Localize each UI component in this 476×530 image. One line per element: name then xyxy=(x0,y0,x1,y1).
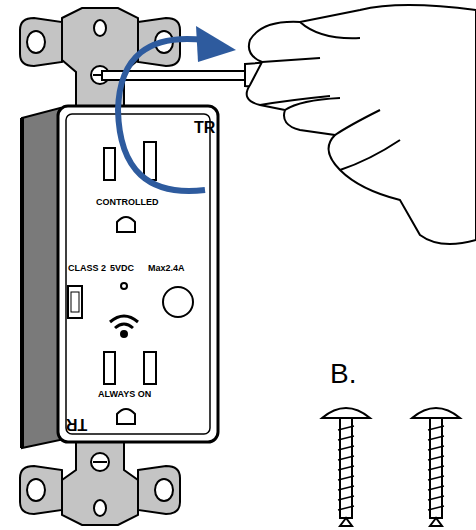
outlet-side xyxy=(22,108,60,448)
outlet-face xyxy=(58,106,218,442)
screw-threads xyxy=(338,426,444,510)
outlet-marking: 5VDC xyxy=(110,264,134,273)
mounting-screws xyxy=(322,408,460,526)
outlet-marking: TR xyxy=(194,120,215,136)
outlet-marking: CLASS 2 xyxy=(68,264,106,273)
outlet-marking: TR xyxy=(66,416,87,432)
usb-ports xyxy=(68,283,193,318)
rotation-arrow xyxy=(118,26,236,191)
outlet-edge xyxy=(20,118,24,448)
part-letter: B. xyxy=(330,360,356,388)
outlet-marking: CONTROLLED xyxy=(96,198,159,207)
wifi-symbol xyxy=(110,316,138,337)
hand xyxy=(247,5,476,244)
outlet-marking: Max2.4A xyxy=(148,264,185,273)
outlet-marking: ALWAYS ON xyxy=(98,390,151,399)
outlet-face-inner xyxy=(66,114,210,434)
bottom-receptacle xyxy=(104,352,156,424)
